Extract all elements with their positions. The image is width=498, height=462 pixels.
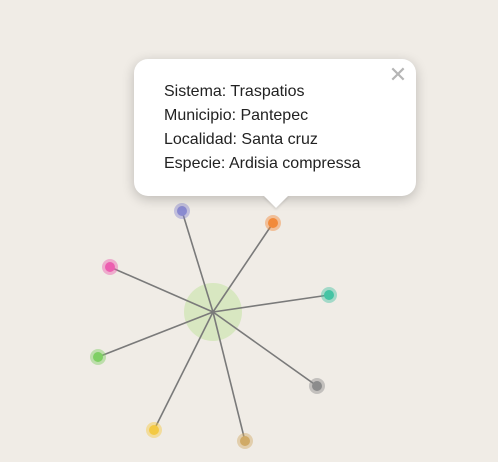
marker-purple[interactable] <box>174 203 190 219</box>
spider-leg-yellow <box>153 311 214 431</box>
popup-value: Santa cruz <box>241 131 318 148</box>
marker-tan[interactable] <box>237 433 253 449</box>
marker-dot <box>149 425 159 435</box>
spider-leg-purple <box>181 210 214 313</box>
close-icon[interactable]: ✕ <box>388 63 408 88</box>
popup-value: Ardisia compressa <box>228 155 361 172</box>
spider-leg-pink <box>109 266 214 313</box>
marker-teal[interactable] <box>321 287 337 303</box>
popup-label: Sistema <box>164 83 222 100</box>
cluster-hub <box>211 310 215 314</box>
spider-leg-orange <box>212 222 274 313</box>
popup-line-sistema: Sistema: Traspatios <box>164 80 416 104</box>
popup-label: Localidad <box>164 131 233 148</box>
marker-pink[interactable] <box>102 259 118 275</box>
spider-leg-gray <box>212 311 318 387</box>
popup-separator: : <box>232 131 242 148</box>
spider-leg-tan <box>212 311 246 442</box>
marker-dot <box>268 218 278 228</box>
popup-label: Municipio <box>164 107 232 124</box>
marker-dot <box>93 352 103 362</box>
marker-dot <box>312 381 322 391</box>
popup-line-localidad: Localidad: Santa cruz <box>164 128 416 152</box>
marker-green[interactable] <box>90 349 106 365</box>
popup-separator: : <box>221 83 231 100</box>
info-popup: ✕ Sistema: Traspatios Municipio: Pantepe… <box>134 59 416 196</box>
marker-orange[interactable] <box>265 215 281 231</box>
marker-dot <box>240 436 250 446</box>
popup-label: Especie <box>164 155 221 172</box>
spider-leg-green <box>97 311 214 358</box>
marker-dot <box>177 206 187 216</box>
marker-gray[interactable] <box>309 378 325 394</box>
popup-separator: : <box>231 107 241 124</box>
popup-value: Traspatios <box>230 83 305 100</box>
popup-pointer <box>263 195 289 208</box>
marker-yellow[interactable] <box>146 422 162 438</box>
marker-dot <box>105 262 115 272</box>
popup-value: Pantepec <box>240 107 309 124</box>
popup-line-especie: Especie: Ardisia compressa <box>164 152 416 176</box>
marker-group <box>90 203 337 449</box>
spider-legs <box>97 210 330 442</box>
popup-line-municipio: Municipio: Pantepec <box>164 104 416 128</box>
popup-separator: : <box>220 155 229 172</box>
spider-leg-teal <box>212 294 330 313</box>
marker-dot <box>324 290 334 300</box>
